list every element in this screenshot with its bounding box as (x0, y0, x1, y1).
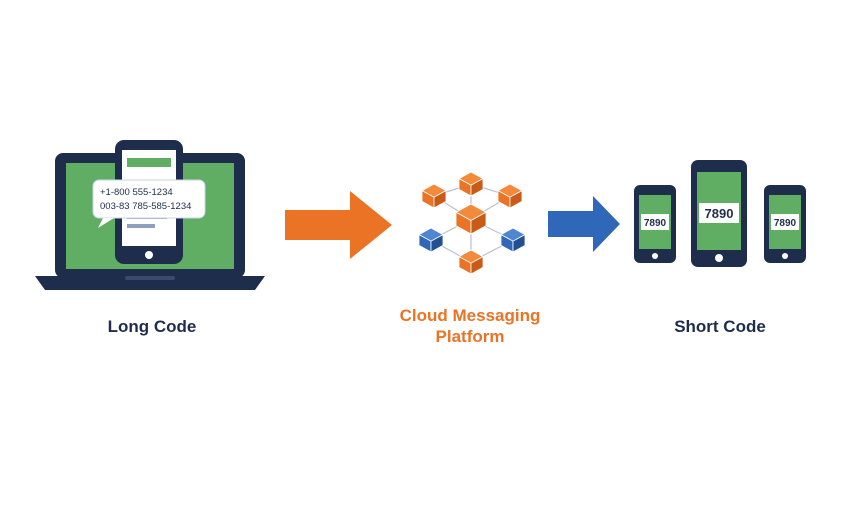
short-code-center: 7890 (705, 206, 734, 221)
smartphone-icon: 7890 (691, 160, 747, 267)
long-number-2: 003-83 785-585-1234 (100, 201, 191, 212)
long-number-1: +1-800 555-1234 (100, 187, 173, 198)
cloud-platform-label-line1: Cloud Messaging (399, 306, 541, 325)
short-code-left: 7890 (644, 218, 667, 229)
cube-node (455, 203, 487, 235)
short-code-label: Short Code (674, 317, 766, 336)
short-code-group: 7890 7890 7890 (634, 160, 806, 267)
smartphone-icon: 7890 (634, 185, 676, 263)
cube-node (418, 227, 444, 253)
short-code-right: 7890 (774, 218, 797, 229)
long-code-label: Long Code (107, 317, 197, 336)
cloud-platform-label-line2: Platform (435, 327, 505, 346)
cube-network-icon (418, 171, 526, 275)
message-bubble: +1-800 555-1234 003-83 785-585-1234 (92, 179, 206, 228)
cube-node (497, 183, 523, 209)
cube-node (458, 171, 484, 197)
arrow-right-icon (548, 196, 620, 252)
cloud-platform-label: Cloud Messaging Platform (380, 305, 560, 347)
arrow-right-icon (285, 191, 392, 259)
long-code-group: +1-800 555-1234 003-83 785-585-1234 (35, 140, 265, 290)
smartphone-icon: 7890 (764, 185, 806, 263)
cube-node (500, 227, 526, 253)
cube-node (458, 249, 484, 275)
cube-node (421, 183, 447, 209)
